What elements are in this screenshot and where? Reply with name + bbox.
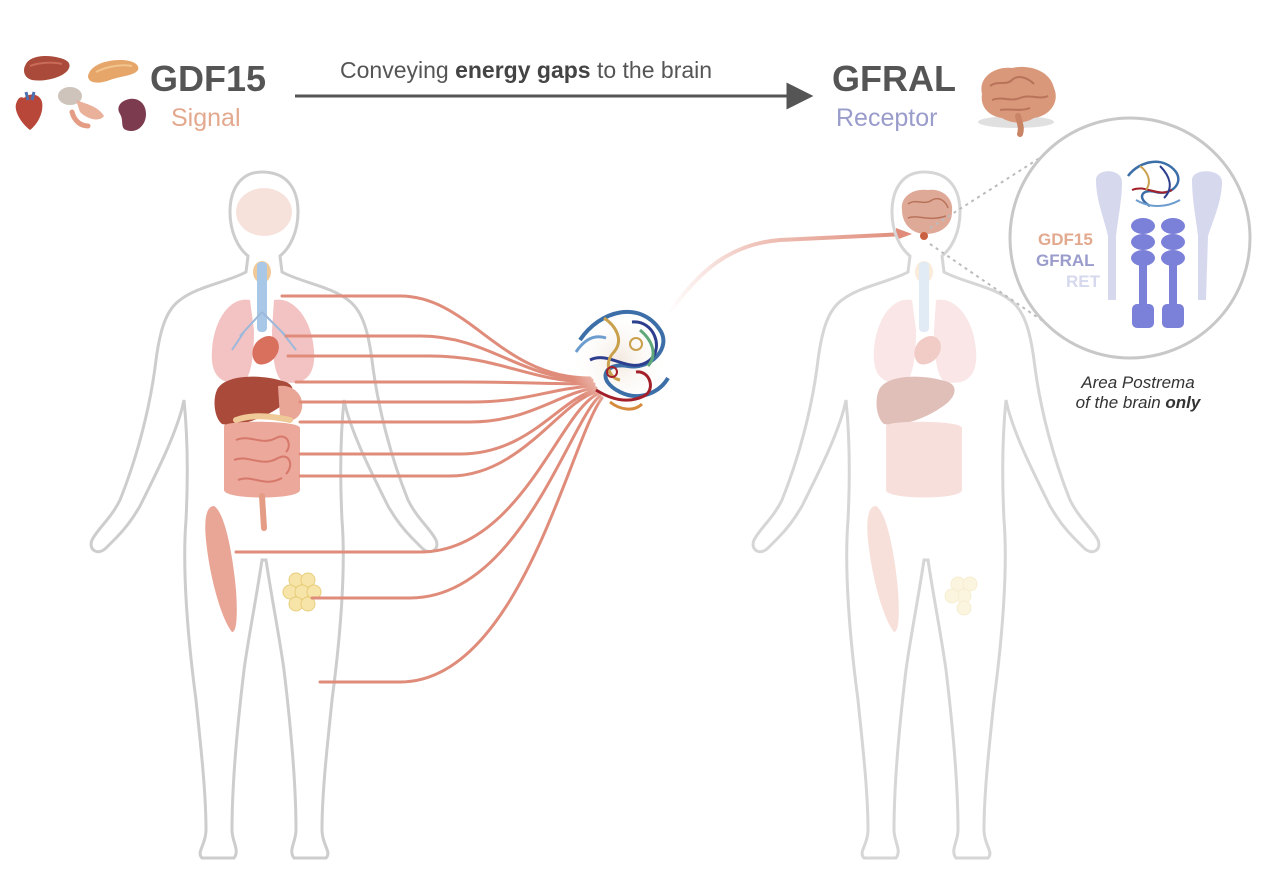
signal-title: GDF15: [150, 58, 267, 99]
gdf15-protein-mini-icon: [1127, 160, 1181, 208]
caption-line2-bold: only: [1165, 393, 1201, 412]
right-brain: [901, 189, 953, 240]
stomach: [278, 385, 303, 421]
trachea: [257, 262, 267, 332]
left-brain-faint: [236, 188, 292, 236]
gfral-receptor-right: [1161, 218, 1185, 328]
organ-icons-group: [15, 56, 146, 132]
gfral-receptor-left: [1131, 218, 1155, 328]
kidney-icon: [118, 98, 146, 132]
caption-line2-part1: of the brain: [1075, 393, 1166, 412]
arrow-caption-bold: energy gaps: [455, 57, 591, 83]
left-lung: [211, 299, 254, 383]
caption-line2: of the brain only: [1060, 393, 1216, 413]
legend-ret: RET: [1066, 272, 1100, 291]
muscle: [205, 506, 237, 632]
signal-subtitle: Signal: [171, 104, 241, 132]
arrow-caption-part1: Conveying: [340, 57, 456, 83]
arrow-caption: Conveying energy gaps to the brain: [340, 57, 712, 84]
right-body-figure: [751, 170, 1101, 860]
zoom-line-bottom: [929, 243, 1057, 331]
right-lung: [272, 299, 315, 383]
brain-header-icon: [978, 66, 1056, 137]
stomach-icon: [58, 87, 104, 129]
protein-to-brain-connector: [666, 232, 908, 316]
adipose-tissue: [282, 572, 322, 612]
area-postrema-caption: Area Postrema of the brain only: [1060, 373, 1216, 413]
left-body-figure: [89, 170, 439, 860]
receptor-title: GFRAL: [832, 58, 956, 99]
ret-receptor-right: [1192, 171, 1222, 300]
ret-receptor-left: [1096, 171, 1122, 300]
receptor-subtitle: Receptor: [836, 104, 938, 132]
liver: [214, 376, 293, 425]
legend-gdf15: GDF15: [1038, 230, 1093, 249]
legend-gfral: GFRAL: [1036, 251, 1095, 270]
receptor-zoom-inset: [1008, 116, 1252, 360]
gdf15-protein-icon: [570, 308, 670, 412]
heart-icon: [15, 91, 43, 130]
liver-icon: [24, 56, 70, 81]
heart: [252, 335, 279, 365]
pancreas-icon: [88, 60, 139, 83]
caption-line1: Area Postrema: [1081, 373, 1195, 392]
arrow-caption-part2: to the brain: [590, 57, 713, 83]
